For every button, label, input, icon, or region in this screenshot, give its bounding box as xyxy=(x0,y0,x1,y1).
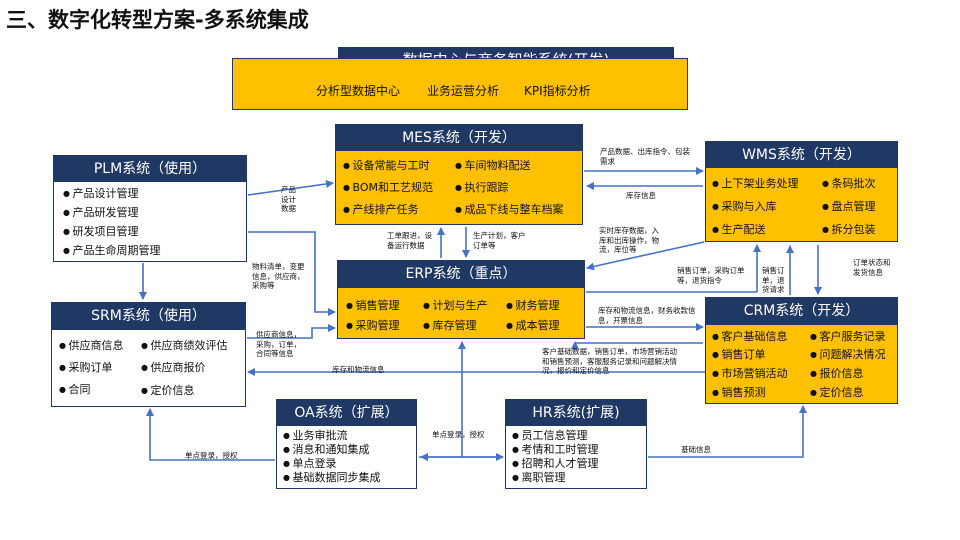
oa-item: 基础数据同步集成 xyxy=(283,471,381,486)
data-center-body xyxy=(232,58,688,110)
plm-title: PLM系统（使用） xyxy=(53,155,247,181)
wms-item: 上下架业务处理 xyxy=(712,177,799,192)
mes-item: 车间物料配送 xyxy=(455,159,531,174)
erp-item: 成本管理 xyxy=(506,319,560,334)
crm-item: 客户服务记录 xyxy=(810,330,886,345)
erp-item: 采购管理 xyxy=(346,319,400,334)
mes-item: BOM和工艺规范 xyxy=(343,181,434,196)
srm-item: 采购订单 xyxy=(59,361,113,376)
label-oa-srm: 单点登录，授权 xyxy=(185,451,238,460)
erp-title: ERP系统（重点） xyxy=(337,260,585,287)
label-srm-erp: 供应商信息，采购，订单，合同等信息 xyxy=(256,330,301,358)
crm-item: 问题解决情况 xyxy=(810,348,886,363)
wms-item: 条码批次 xyxy=(822,177,876,192)
arrow-hr-crm xyxy=(648,405,807,458)
plm-item: 产品设计管理 xyxy=(63,187,139,202)
oa-title: OA系统（扩展） xyxy=(276,399,417,425)
data-center-item: 分析型数据中心 xyxy=(316,84,401,98)
hr-item: 考情和工时管理 xyxy=(512,443,599,458)
hr-item: 离职管理 xyxy=(512,471,566,486)
label-mes-wms: 产品数据、出库指令、包装需求 xyxy=(600,147,690,166)
arrow-wms-erp xyxy=(586,241,705,271)
srm-item: 合同 xyxy=(59,383,91,398)
label-erp-wms: 销售订单，采购订单等，退货指令 xyxy=(677,266,745,285)
label-crm-wms: 销售订单，退货请求 xyxy=(762,266,785,294)
page-title: 三、数字化转型方案-多系统集成 xyxy=(6,8,309,32)
label-erp-crm: 库存和物流信息，财务收款信息，开票信息 xyxy=(598,306,696,325)
arrow-oa-srm xyxy=(146,408,275,461)
label-crm-erp: 客户基础数据，销售订单，市场营销活动和销售预测，客服服务记录和问题解决情况，报价… xyxy=(542,347,677,375)
mes-item: 产线排产任务 xyxy=(343,203,419,218)
wms-item: 生产配送 xyxy=(712,223,766,238)
mes-item: 成品下线与整车档案 xyxy=(455,203,564,218)
crm-item: 定价信息 xyxy=(810,386,864,401)
arrow-srm-erp xyxy=(247,324,336,339)
mes-title: MES系统（开发） xyxy=(335,124,583,150)
mes-item: 执行跟踪 xyxy=(455,181,509,196)
label-wms-crm: 订单状态和发货信息 xyxy=(853,258,891,277)
arrow-plm-mes xyxy=(247,180,334,196)
mes-item: 设备常能与工时 xyxy=(343,159,430,174)
label-wms-mes: 库存信息 xyxy=(626,191,656,200)
data-center-item: 业务运营分析 xyxy=(427,84,500,98)
hr-item: 员工信息管理 xyxy=(512,429,588,444)
label-plm-erp: 物料清单，变更信息，供应商，采购等 xyxy=(252,262,305,290)
erp-item: 库存管理 xyxy=(423,319,477,334)
oa-item: 单点登录 xyxy=(283,457,337,472)
srm-title: SRM系统（使用） xyxy=(51,302,246,329)
srm-item: 供应商信息 xyxy=(59,339,124,354)
wms-item: 采购与入库 xyxy=(712,200,777,215)
crm-title: CRM系统（开发） xyxy=(705,297,898,324)
crm-item: 客户基础信息 xyxy=(712,330,788,345)
plm-item: 产品研发管理 xyxy=(63,206,139,221)
crm-item: 报价信息 xyxy=(810,367,864,382)
label-plm-mes: 产品设计数据 xyxy=(281,185,296,213)
oa-item: 消息和通知集成 xyxy=(283,443,370,458)
label-erp-mes-left: 工单跟进，设备运行数据 xyxy=(387,231,432,250)
srm-item: 供应商绩效评估 xyxy=(141,339,228,354)
wms-item: 拆分包装 xyxy=(822,223,876,238)
label-erp-srm: 库存和物流信息 xyxy=(332,365,385,374)
plm-item: 研发项目管理 xyxy=(63,225,139,240)
arrow-plm-erp xyxy=(248,231,336,316)
data-center-item: KPI指标分析 xyxy=(524,84,591,98)
wms-title: WMS系统（开发） xyxy=(705,141,898,167)
hr-title: HR系统(扩展) xyxy=(505,399,647,425)
hr-item: 招聘和人才管理 xyxy=(512,457,599,472)
erp-item: 财务管理 xyxy=(506,299,560,314)
label-mes-erp-right: 生产计划，客户订单等 xyxy=(473,231,526,250)
label-wms-erp: 实时库存数据，入库和出库操作，物流，库位等 xyxy=(599,226,659,254)
crm-item: 销售订单 xyxy=(712,348,766,363)
label-hr-crm: 基础信息 xyxy=(681,445,711,454)
crm-item: 市场营销活动 xyxy=(712,367,788,382)
oa-item: 业务审批流 xyxy=(283,429,348,444)
wms-item: 盘点管理 xyxy=(822,200,876,215)
label-oa-erp: 单点登录，授权 xyxy=(432,430,485,439)
plm-item: 产品生命周期管理 xyxy=(63,244,161,259)
srm-item: 供应商报价 xyxy=(141,361,206,376)
crm-item: 销售预测 xyxy=(712,386,766,401)
erp-item: 销售管理 xyxy=(346,299,400,314)
srm-item: 定价信息 xyxy=(141,384,195,399)
erp-item: 计划与生产 xyxy=(423,299,488,314)
